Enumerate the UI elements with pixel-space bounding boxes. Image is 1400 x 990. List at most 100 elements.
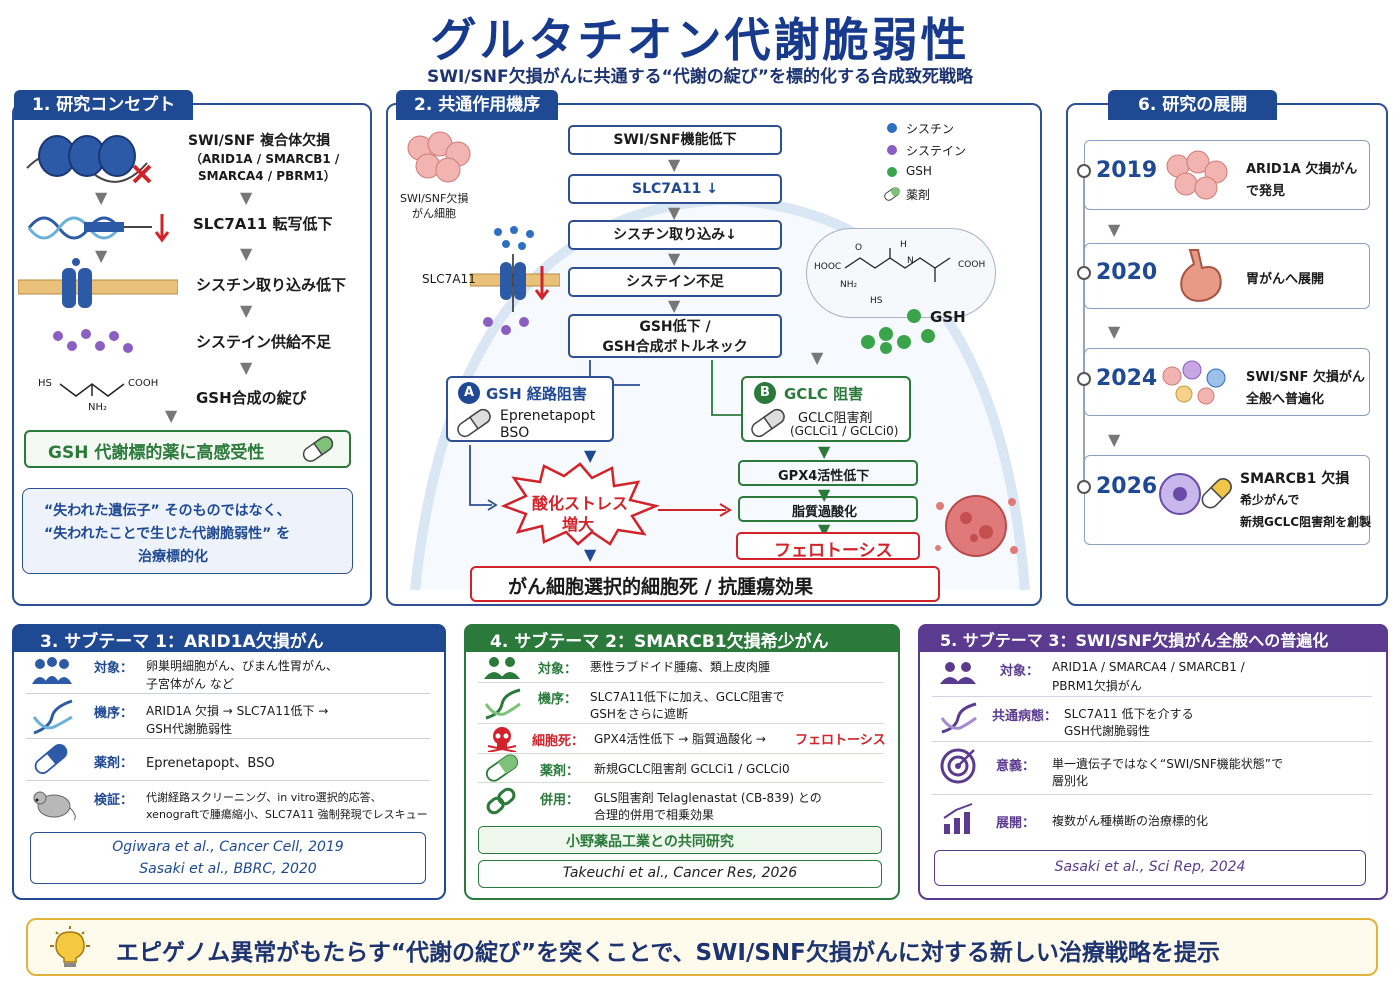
sub1-text-1b: 子宮体がん など xyxy=(146,677,234,691)
concept-step-2: SLC7A11 転写低下 xyxy=(193,215,333,233)
sub3-text-3b: 層別化 xyxy=(1052,774,1089,788)
flow-box-5: GSH低下 / GSH合成ボトルネック xyxy=(568,314,782,358)
timeline-arrow-1: ▼ xyxy=(1108,220,1121,239)
slc7a11-transporter-icon xyxy=(470,226,560,335)
chem-n: N xyxy=(907,256,914,266)
timeline-text-2024-2: 全般へ普遍化 xyxy=(1246,392,1325,407)
sub3-heading-bar xyxy=(918,624,1388,652)
stress-arrow-down: ▼ xyxy=(584,545,597,564)
sub2-collab: 小野薬品工業との共同研究 xyxy=(566,834,734,850)
path-a-badge: A xyxy=(458,382,480,404)
concept-arrow-1: ▼ xyxy=(240,188,253,207)
flow-box-2: SLC7A11 ↓ xyxy=(568,174,782,204)
path-b-title: GCLC 阻害 xyxy=(784,385,864,403)
sub1-divider-2 xyxy=(26,738,430,739)
sub3-text-3a: 単一遺伝子ではなく“SWI/SNF機能状態”で xyxy=(1052,757,1283,771)
stress-label-1: 酸化ストレス xyxy=(532,494,629,513)
sub3-label-2: 共通病態： xyxy=(992,709,1058,724)
sub1-heading: 3. サブテーマ 1：ARID1A欠損がん xyxy=(40,632,324,652)
flow-arrow-3: ▼ xyxy=(668,249,681,268)
timeline-text-2019-1: ARID1A 欠損がん xyxy=(1246,162,1358,177)
dna-purple-icon xyxy=(940,702,977,734)
flow-arrow-4: ▼ xyxy=(668,296,681,315)
gsh-molecule-icon xyxy=(59,383,125,397)
ferroptosis-label: フェロトーシス xyxy=(774,541,893,561)
sub3-ref: Sasaki et al., Sci Rep, 2024 xyxy=(1054,859,1246,875)
step-b-1: GPX4活性低下 xyxy=(778,469,870,484)
ferroptosis-box xyxy=(736,532,920,560)
timeline-year-2026: 2026 xyxy=(1096,474,1158,499)
concept-arrow-3: ▼ xyxy=(240,301,253,320)
rare-cell-drug-icon xyxy=(1159,473,1232,515)
people-icon xyxy=(32,657,72,684)
concept-quote-3: 治療標的化 xyxy=(138,549,208,565)
sub1-refs: Ogiwara et al., Cancer Cell, 2019 Sasaki… xyxy=(30,832,426,884)
people-green-icon xyxy=(484,657,520,679)
path-b-drug-2: (GCLCi1 / GCLCi0) xyxy=(790,424,899,438)
link-icon xyxy=(486,787,516,815)
timeline-card-2026[interactable] xyxy=(1084,455,1370,545)
concept-mol-hs: HS xyxy=(38,378,52,389)
sub3-heading: 5. サブテーマ 3：SWI/SNF欠損がん全般への普遍化 xyxy=(940,631,1329,650)
timeline-dot-2024 xyxy=(1077,372,1091,386)
sub3-text-1a: ARID1A / SMARCA4 / SMARCB1 / xyxy=(1052,660,1245,674)
timeline-dot-2026 xyxy=(1077,480,1091,494)
chem-nh2: NH₂ xyxy=(840,280,858,290)
timeline-dot-2019 xyxy=(1077,164,1091,178)
timeline-text-2019-2: で発見 xyxy=(1246,184,1286,199)
dna-helix-icon xyxy=(32,699,73,735)
people-purple-icon xyxy=(940,662,976,684)
capsule-blue-icon xyxy=(34,744,68,774)
mech-cell-label-1: SWI/SNF欠損 xyxy=(400,192,469,205)
sub1-label-4: 検証： xyxy=(94,793,134,808)
chem-h: H xyxy=(900,240,907,250)
path-a-arrow-down: ▼ xyxy=(584,446,597,465)
gsh-structure-bubble xyxy=(806,228,996,318)
sub2-text-2a: SLC7A11低下に加え、GCLC阻害で xyxy=(590,690,785,704)
timeline-line xyxy=(1083,170,1085,490)
sub2-label-1: 対象： xyxy=(538,662,578,677)
capsule-icon xyxy=(302,436,334,462)
timeline-dot-2020 xyxy=(1077,266,1091,280)
development-panel xyxy=(1066,103,1388,606)
nucleosome-icon xyxy=(26,135,152,184)
sub3-text-2a: SLC7A11 低下を介する xyxy=(1064,707,1194,721)
sub2-text-5a: GLS阻害剤 Telaglenastat (CB-839) との xyxy=(594,791,822,805)
path-b-arrow-2: ▼ xyxy=(818,485,831,504)
chem-cooh: COOH xyxy=(958,260,986,270)
sub3-text-2b: GSH代謝脆弱性 xyxy=(1064,724,1150,738)
page-title: グルタチオン代謝脆弱性 xyxy=(430,13,970,67)
concept-mol-nh2: NH₂ xyxy=(88,402,108,413)
concept-step-5: GSH合成の綻び xyxy=(196,389,307,407)
stress-label-2: 増大 xyxy=(562,515,595,534)
sub1-text-2b: GSH代謝脆弱性 xyxy=(146,722,232,736)
step-b-box-1 xyxy=(738,460,918,486)
sub2-text-3a: GPX4活性低下 → 脂質過酸化 → xyxy=(594,732,766,746)
sub1-text-2a: ARID1A 欠損 → SLC7A11低下 → xyxy=(146,704,329,718)
gsh-structure-icon xyxy=(844,248,951,282)
capsule-green-icon xyxy=(485,754,519,782)
chem-hs: HS xyxy=(870,296,883,306)
sub2-heading-bar xyxy=(464,624,900,652)
sub1-label-1: 対象： xyxy=(94,661,134,676)
timeline-text-2020-1: 胃がんへ展開 xyxy=(1246,272,1325,287)
stress-burst-icon xyxy=(500,462,660,546)
timeline-text-2026-3: 新規GCLC阻害剤を創製 xyxy=(1240,515,1372,529)
stomach-icon xyxy=(1180,249,1222,302)
sub2-text-5b: 合理的併用で相乗効果 xyxy=(594,808,715,822)
sub2-heading: 4. サブテーマ 2：SMARCB1欠損希少がん xyxy=(490,632,829,652)
flow-arrow-1: ▼ xyxy=(668,155,681,174)
flow-box-5-line-1: GSH低下 / xyxy=(639,319,711,335)
sub1-ref-2: Sasaki et al., BBRC, 2020 xyxy=(139,861,317,877)
legend-gsh: GSH xyxy=(906,164,932,178)
sub2-text-1a: 悪性ラブドイド腫瘍、類上皮肉腫 xyxy=(590,660,771,674)
sub3-panel xyxy=(918,624,1388,900)
cancer-cell-cluster-icon xyxy=(1166,150,1228,200)
target-icon xyxy=(940,748,976,784)
concept-step-1c: SMARCA4 / PBRM1） xyxy=(198,169,336,183)
sub1-heading-bar xyxy=(12,624,446,652)
final-result: がん細胞選択的細胞死 / 抗腫瘍効果 xyxy=(508,576,814,598)
sub1-ref-1: Ogiwara et al., Cancer Cell, 2019 xyxy=(112,839,344,855)
flow-box-3: シスチン取り込み↓ xyxy=(568,220,782,250)
concept-step-1b: （ARID1A / SMARCB1 / xyxy=(190,152,340,166)
